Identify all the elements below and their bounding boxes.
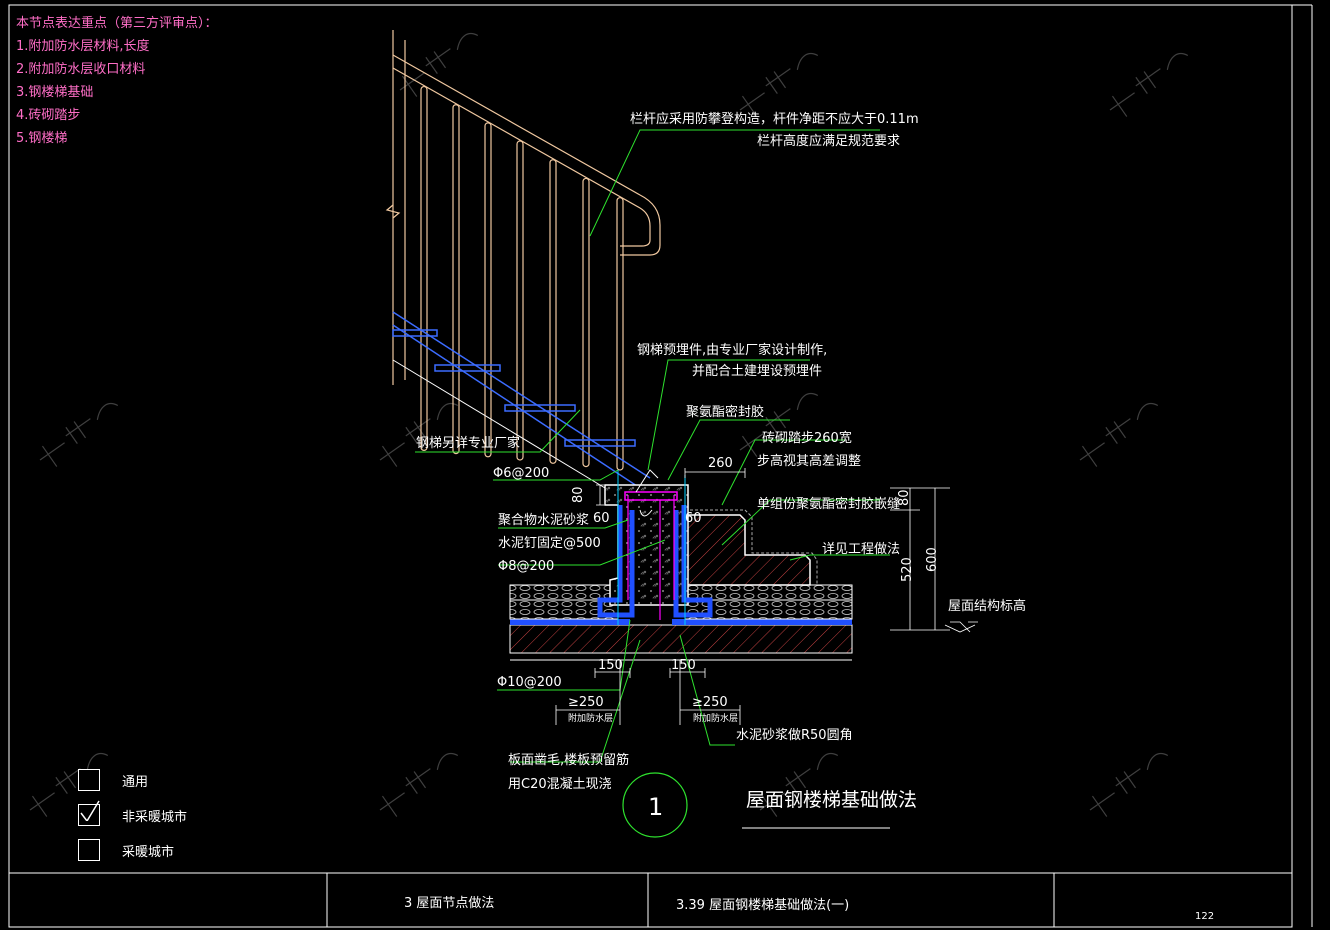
label-polymer-mortar: 聚合物水泥砂浆 [498, 513, 589, 528]
dim-150-right: 150 [671, 658, 696, 673]
baluster [484, 122, 492, 458]
legend-row-heating: 采暖城市 [78, 839, 174, 861]
label-sealant: 聚氨酯密封胶 [686, 404, 764, 420]
baluster [582, 177, 590, 468]
title-block-drawing: 3.39 屋面钢楼梯基础做法(一) [676, 898, 850, 913]
dim-80-right: 80 [897, 489, 912, 506]
label-embed-1: 钢梯预埋件,由专业厂家设计制作, [637, 342, 827, 358]
label-nail-fix: 水泥钉固定@500 [498, 536, 601, 551]
baluster [616, 197, 624, 471]
legend-label: 通用 [122, 774, 149, 790]
checkbox-heating[interactable] [78, 839, 100, 861]
notes-item: 5.钢楼梯 [16, 131, 68, 146]
label-embed-2: 并配合土建埋设预埋件 [692, 364, 822, 379]
notes-item: 3.钢楼梯基础 [16, 85, 94, 100]
label-stair-factory: 钢梯另详专业厂家 [416, 435, 520, 451]
legend-label: 非采暖城市 [122, 809, 188, 825]
notes-item: 1.附加防水层材料,长度 [16, 39, 150, 54]
baluster [516, 140, 524, 461]
dim-250-right: ≥250 [692, 695, 728, 710]
dim-600: 600 [925, 547, 940, 572]
watermark-layer [29, 32, 1189, 817]
steel-stair [392, 311, 651, 489]
legend-label: 采暖城市 [122, 844, 175, 860]
label-brick-step-1: 砖砌踏步260宽 [762, 430, 852, 446]
dim-150-left: 150 [598, 658, 623, 673]
review-notes: 本节点表达重点（第三方评审点）： 1.附加防水层材料,长度 2.附加防水层收口材… [16, 12, 218, 150]
drawing-frame [8, 4, 1313, 928]
label-rebar-8: Φ8@200 [498, 559, 554, 574]
legend-row-non-heating: 非采暖城市 [78, 800, 188, 826]
stair-tread [392, 329, 438, 337]
detail-title: 屋面钢楼梯基础做法 [746, 789, 917, 811]
title-block-page: 122 [1195, 911, 1215, 922]
label-fillet: 水泥砂浆做R50圆角 [736, 728, 853, 743]
detail-marker [622, 772, 890, 838]
legend-row-general: 通用 [78, 769, 148, 791]
label-rebar-10: Φ10@200 [497, 675, 562, 690]
checkmark-icon [80, 800, 100, 821]
detail-number: 1 [648, 793, 663, 821]
baluster [420, 85, 428, 452]
label-add-layer-right: 附加防水层 [693, 712, 738, 724]
baluster [549, 159, 557, 464]
label-seal-joint: 单组份聚氨酯密封胶嵌缝 [757, 496, 900, 512]
label-rebar-6: Φ6@200 [493, 466, 549, 481]
label-railing-2: 栏杆高度应满足规范要求 [757, 133, 900, 149]
label-slab-2: 用C20混凝土现浇 [508, 776, 612, 792]
dim-80-top: 80 [571, 486, 586, 503]
stair-tread [564, 439, 636, 447]
dim-260: 260 [708, 456, 733, 471]
checkbox-non-heating[interactable] [78, 800, 100, 826]
notes-item: 4.砖砌踏步 [16, 108, 81, 123]
dimension-lines [555, 468, 978, 725]
label-railing-1: 栏杆应采用防攀登构造，杆件净距不应大于0.11m [630, 111, 919, 127]
label-see-project: 详见工程做法 [822, 542, 900, 557]
title-block [9, 872, 1292, 927]
dim-520: 520 [900, 557, 915, 582]
stair-tread [434, 364, 501, 372]
stair-tread [504, 404, 576, 412]
dim-60-left: 60 [593, 511, 610, 526]
dim-60-right: 60 [685, 511, 702, 526]
label-slab-1: 板面凿毛,楼板预留筋 [508, 752, 629, 768]
title-block-section: 3 屋面节点做法 [404, 896, 495, 911]
stair-railing [385, 30, 661, 471]
label-brick-step-2: 步高视其高差调整 [757, 453, 861, 469]
notes-item: 2.附加防水层收口材料 [16, 62, 146, 77]
label-roof-level: 屋面结构标高 [948, 598, 1026, 614]
baluster [452, 104, 460, 455]
dim-250-left: ≥250 [568, 695, 604, 710]
checkbox-general[interactable] [78, 769, 100, 791]
notes-heading: 本节点表达重点（第三方评审点）： [16, 16, 218, 31]
label-add-layer-left: 附加防水层 [568, 712, 613, 724]
